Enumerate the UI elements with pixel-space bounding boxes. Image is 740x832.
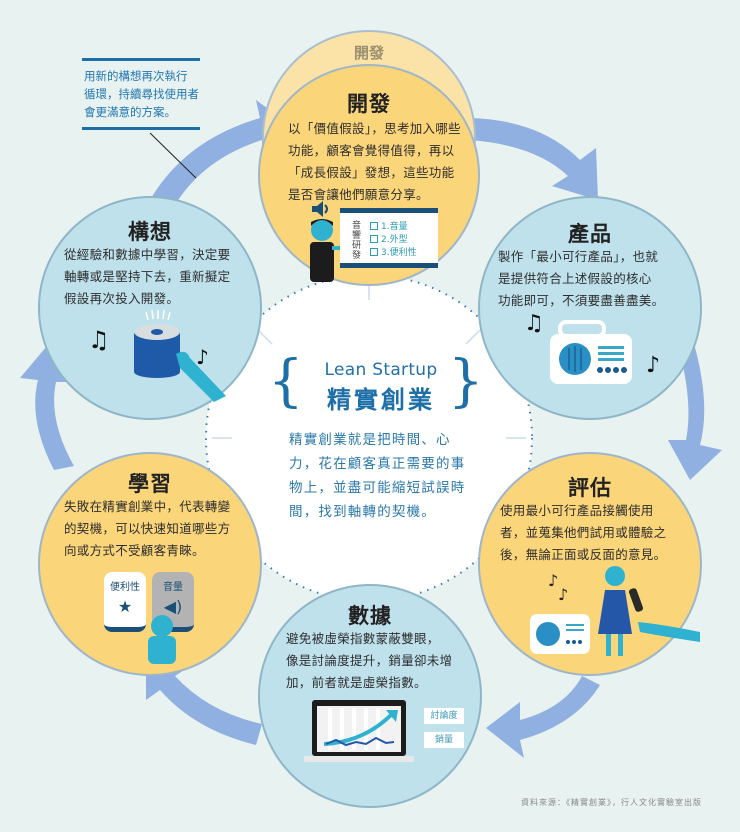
chart-tag-sales: 銷量: [424, 732, 464, 748]
develop-description: 以「價值假設」，思考加入哪些 功能，顧客會覺得值得，再以 「成長假設」發想，這些…: [288, 118, 461, 206]
presenter-figure-icon: [310, 219, 342, 282]
desc-line: 功能即可，不須要盡善盡美。: [498, 293, 665, 308]
node-evaluate: 評估 使用最小可行產品接觸使用 者，並蒐集他們試用或體驗之 後，無論正面或反面的…: [478, 452, 702, 676]
node-develop: 開發 以「價值假設」，思考加入哪些 功能，顧客會覺得值得，再以 「成長假設」發想…: [258, 64, 480, 286]
card-label: 便利性: [110, 582, 140, 593]
desc-line: 加，前者就是虛榮指數。: [286, 675, 427, 690]
desc-line: 是提供符合上述假設的核心: [498, 271, 652, 286]
ideate-description: 從經驗和數據中學習，決定要 軸轉或是堅持下去，重新擬定 假設再次投入開發。: [64, 244, 230, 310]
evaluate-description: 使用最小可行產品接觸使用 者，並蒐集他們試用或體驗之 後，無論正面或反面的意見。: [500, 500, 666, 566]
ideate-title: 構想: [128, 220, 172, 244]
note-top-rule: [82, 58, 200, 61]
desc-line: 是否會讓他們願意分享。: [288, 187, 429, 202]
svg-text:♫: ♫: [88, 326, 110, 354]
center-title-zh: 精實創業: [327, 386, 435, 414]
board-item: 2.外型: [370, 234, 417, 247]
desc-line: 功能，顧客會覺得值得，再以: [288, 143, 455, 158]
center-line: 力，花在顧客真正需要的事: [289, 456, 466, 472]
card-label: 音量: [163, 582, 183, 593]
desc-line: 從經驗和數據中學習，決定要: [64, 247, 231, 262]
feature-card-volume: 音量 ◀): [152, 572, 194, 632]
product-title: 產品: [568, 222, 612, 246]
desc-line: 避免被虛榮指數蒙蔽雙眼，: [286, 631, 440, 646]
board-item: 1.音量: [370, 221, 417, 234]
center-heading: Lean Startup 精實創業: [296, 360, 466, 415]
center-line: 精實創業就是把時間、心: [289, 432, 451, 448]
left-brace: {: [268, 349, 304, 414]
center-line: 間，找到軸轉的契機。: [289, 504, 436, 520]
center-description: 精實創業就是把時間、心 力，花在顧客真正需要的事 物上，並盡可能縮短試誤時 間，…: [289, 428, 465, 524]
svg-text:♫: ♫: [524, 311, 544, 336]
checkbox-icon: [370, 235, 378, 243]
speaker-device-icon: ♫ ♪: [88, 309, 226, 402]
node-product: 產品 製作「最小可行產品」，也就 是提供符合上述假設的核心 功能即可，不須要盡善…: [478, 196, 702, 420]
desc-line: 使用最小可行產品接觸使用: [500, 503, 654, 518]
svg-text:♪: ♪: [558, 585, 568, 604]
note-line: 會更滿意的方案。: [84, 105, 176, 119]
singer-interview-icon: ♪♪: [530, 566, 700, 656]
evaluate-title: 評估: [568, 476, 612, 500]
desc-line: 「成長假設」發想，這些功能: [288, 165, 455, 180]
product-description: 製作「最小可行產品」，也就 是提供符合上述假設的核心 功能即可，不須要盡善盡美。: [498, 246, 664, 312]
desc-line: 製作「最小可行產品」，也就: [498, 249, 659, 264]
board-item: 3.便利性: [370, 247, 417, 260]
note-line: 用新的構想再次執行: [84, 69, 188, 83]
desc-line: 假設再次投入開發。: [64, 291, 180, 306]
desc-line: 向或方式不受顧客青睞。: [64, 543, 205, 558]
node-ideate: 構想 從經驗和數據中學習，決定要 軸轉或是堅持下去，重新擬定 假設再次投入開發。…: [38, 196, 262, 420]
desc-line: 軸轉或是堅持下去，重新擬定: [64, 269, 231, 284]
note-line: 循環，持續尋找使用者: [84, 87, 199, 101]
data-description: 避免被虛榮指數蒙蔽雙眼， 像是討論度提升，銷量卻未增 加，前者就是虛榮指數。: [286, 628, 452, 694]
svg-text:♪: ♪: [548, 571, 558, 590]
desc-line: 後，無論正面或反面的意見。: [500, 547, 667, 562]
svg-text:♪: ♪: [646, 353, 660, 378]
ghost-label: 開發: [353, 44, 384, 62]
radio-icon: ♫ ♪: [524, 311, 660, 384]
right-brace: }: [448, 349, 484, 414]
desc-line: 失敗在精實創業中，代表轉變: [64, 499, 231, 514]
svg-text:♪: ♪: [196, 345, 209, 369]
node-learn: 學習 失敗在精實創業中，代表轉變 的契機，可以快速知道哪些方 向或方式不受顧客青…: [38, 452, 262, 676]
board-vertical-label: 音響研發: [352, 221, 362, 261]
laptop-chart-icon: [304, 700, 414, 762]
checkbox-icon: [370, 222, 378, 230]
desc-line: 像是討論度提升，銷量卻未增: [286, 653, 453, 668]
data-title: 數據: [348, 604, 392, 628]
feature-card-convenience: 便利性 ★: [104, 572, 146, 632]
learn-description: 失敗在精實創業中，代表轉變 的契機，可以快速知道哪些方 向或方式不受顧客青睞。: [64, 496, 230, 562]
source-credit: 資料來源：《精實創業》，行人文化實驗室出版: [521, 798, 702, 807]
speaker-icon: ◀): [163, 597, 183, 616]
center-line: 物上，並盡可能縮短試誤時: [289, 480, 466, 496]
iteration-note: 用新的構想再次執行 循環，持續尋找使用者 會更滿意的方案。: [82, 58, 200, 130]
checkbox-icon: [370, 248, 378, 256]
center-title-en: Lean Startup: [324, 360, 438, 380]
chart-tag-discussion: 討論度: [424, 708, 464, 724]
star-hand-icon: ★: [117, 597, 133, 616]
research-board: 音響研發 1.音量 2.外型 3.便利性: [340, 208, 438, 268]
develop-title: 開發: [347, 92, 391, 116]
desc-line: 者，並蒐集他們試用或體驗之: [500, 525, 667, 540]
person-figure-icon: [148, 615, 176, 664]
node-data: 數據 避免被虛榮指數蒙蔽雙眼， 像是討論度提升，銷量卻未增 加，前者就是虛榮指數…: [258, 584, 482, 808]
speaker-icon: [312, 201, 328, 217]
desc-line: 的契機，可以快速知道哪些方: [64, 521, 231, 536]
note-bottom-rule: [82, 127, 200, 130]
learn-title: 學習: [128, 472, 172, 496]
desc-line: 以「價值假設」，思考加入哪些: [288, 121, 461, 136]
